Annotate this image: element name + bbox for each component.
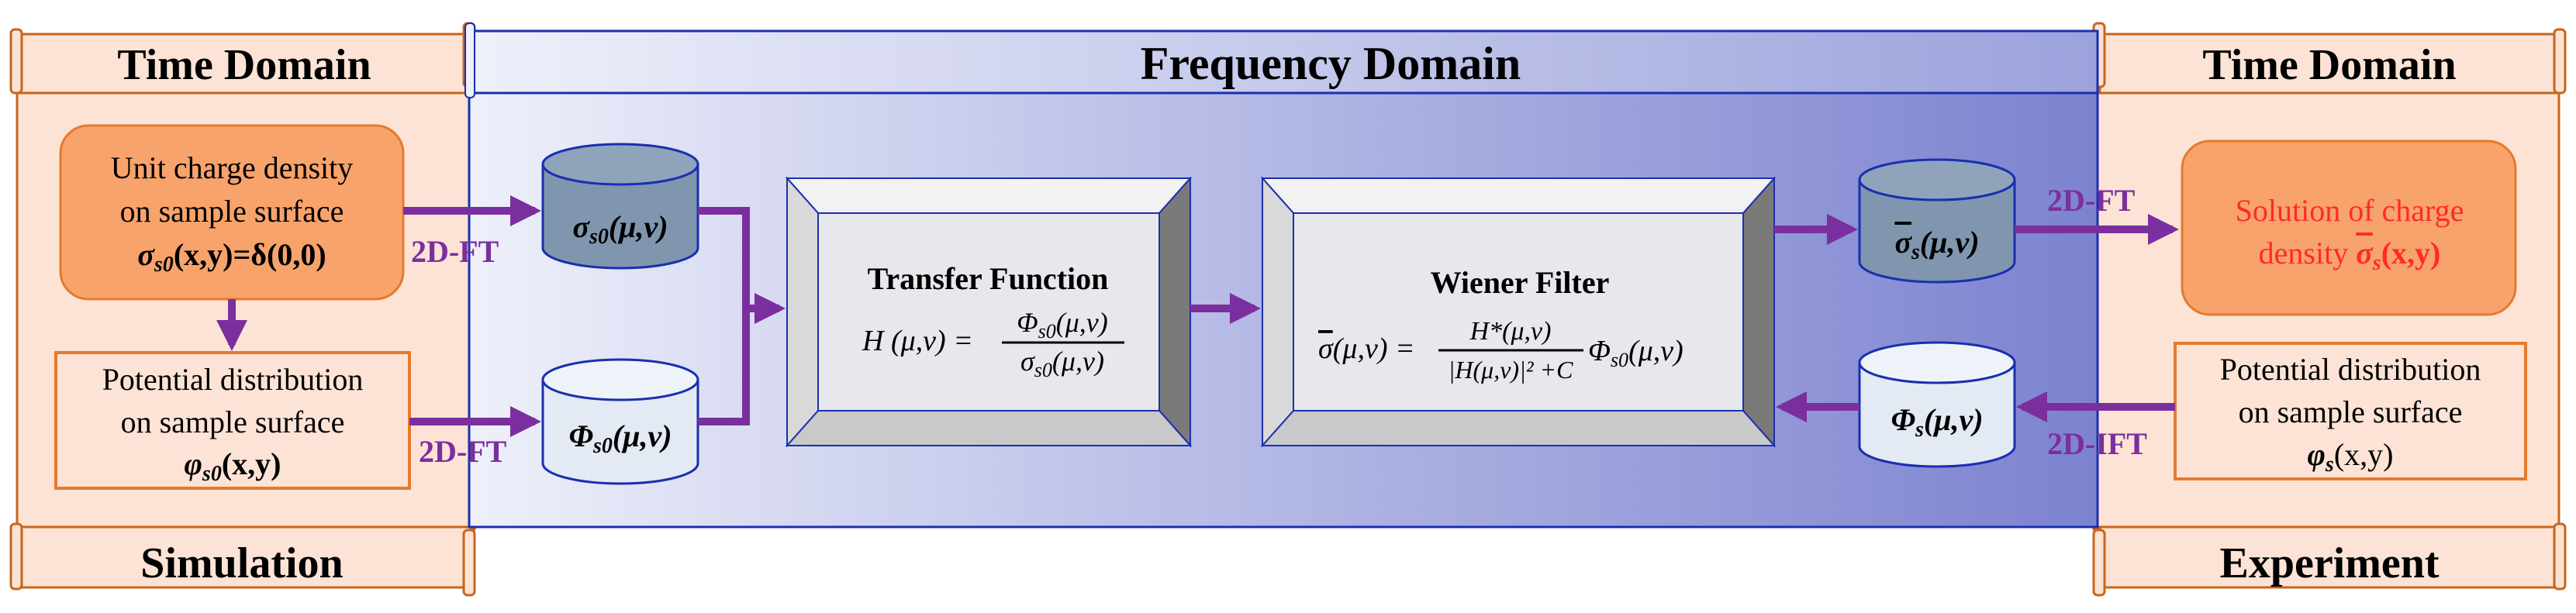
drum-sigma-s-arg: (μ,v) (1920, 225, 1980, 260)
potential-right-line1: Potential distribution (2220, 352, 2481, 387)
potential-left-equation: φs0(x,y) (185, 446, 281, 486)
tf-den-sym: σ (1020, 346, 1035, 377)
drum-phi-s-sym: Φ (1891, 402, 1915, 437)
unit-charge-density-box: Unit charge density on sample surface σs… (59, 124, 405, 301)
solution-line2: density σs(x,y) (2259, 236, 2441, 275)
potential-right-eq-rest: (x,y) (2334, 437, 2394, 472)
unit-charge-equation: σs0(x,y)=δ(0,0) (137, 237, 326, 277)
potential-left-eq-sym: φ (185, 446, 202, 481)
potential-right-line2: on sample surface (2239, 394, 2463, 429)
time-domain-right-title: Time Domain (2202, 41, 2456, 89)
wiener-filter-tail: Φs0(μ,v) (1588, 335, 1683, 371)
arrow-phi-drum-join (698, 308, 750, 425)
transfer-function-box: Transfer Function H (μ,v) = Φs0(μ,v) σs0… (785, 176, 1193, 448)
arrow-sigma-drum-join (698, 207, 750, 308)
unit-charge-eq-sym: σ (137, 237, 155, 272)
wiener-filter-title: Wiener Filter (1431, 265, 1610, 300)
label-2d-ft-top-left: 2D-FT (411, 234, 499, 269)
potential-right-eq-sym: φ (2308, 437, 2326, 472)
experiment-title: Experiment (2219, 539, 2439, 587)
drum-sigma-s-sym: σ (1894, 225, 1912, 260)
drum-phi-s-label: Φs(μ,v) (1891, 402, 1983, 442)
frequency-domain-panel: Frequency Domain (464, 22, 2099, 529)
frequency-domain-title: Frequency Domain (1141, 38, 1521, 89)
right-bottom-banner (2098, 525, 2560, 589)
drum-sigma-s-label: σs(μ,v) (1894, 225, 1979, 264)
tf-num-sym: Φ (1017, 307, 1038, 338)
wiener-filter-box: Wiener Filter σ(μ,v) = H*(μ,v) |H(μ,v)|²… (1260, 176, 1777, 448)
drum-phi-s-arg: (μ,v) (1924, 402, 1984, 437)
drum-sigma-s-bar: σs(μ,v) (1858, 158, 2016, 284)
drum-sigma-s0-label: σs0(μ,v) (572, 209, 668, 249)
tf-num-arg: (μ,v) (1056, 307, 1108, 338)
drum-phi-s-sub: s (1915, 418, 1924, 442)
transfer-function-denominator: σs0(μ,v) (1020, 346, 1104, 381)
potential-distribution-right-box: Potential distribution on sample surface… (2174, 342, 2527, 480)
tf-den-arg: (μ,v) (1052, 346, 1104, 377)
wiener-filter-denominator: |H(μ,v)|² +C (1449, 356, 1573, 384)
drum-phi-s: Φs(μ,v) (1858, 341, 2016, 468)
drum-phi-s0-sub: s0 (592, 434, 613, 458)
solution-eq-sym: σ (2356, 236, 2374, 270)
label-2d-ft-bottom-left: 2D-FT (419, 434, 507, 469)
left-bottom-banner (16, 525, 472, 589)
potential-left-line1: Potential distribution (102, 362, 364, 397)
time-domain-left-title: Time Domain (117, 41, 371, 89)
wiener-filter-numerator: H*(μ,v) (1469, 317, 1552, 346)
tf-den-sub: s0 (1034, 359, 1052, 381)
flow-arrows (216, 195, 2179, 437)
drum-sigma-s0-arg: (μ,v) (609, 209, 668, 244)
drum-phi-s0-label: Φs0(μ,v) (568, 418, 672, 458)
solution-charge-density-box: Solution of charge density σs(x,y) (2181, 139, 2517, 316)
solution-eq-sub: s (2372, 251, 2381, 275)
potential-left-line2: on sample surface (121, 405, 345, 439)
wf-tail-sym: Φ (1588, 335, 1611, 367)
solution-line2-text: density (2259, 236, 2357, 270)
drum-sigma-s-sub: s (1911, 240, 1920, 264)
unit-charge-line2: on sample surface (120, 194, 344, 229)
label-2d-ft-top-right: 2D-FT (2047, 183, 2136, 218)
left-time-domain-panel: Time Domain Simulation (9, 22, 476, 597)
label-2d-ift-bottom-right: 2D-IFT (2047, 426, 2147, 461)
solution-eq-rest: (x,y) (2381, 236, 2441, 270)
wf-tail-arg: (μ,v) (1628, 335, 1683, 367)
wiener-filter-lhs: σ(μ,v) = (1318, 332, 1415, 365)
unit-charge-line1: Unit charge density (111, 150, 354, 185)
wf-tail-sub: s0 (1611, 349, 1628, 371)
drum-sigma-s0-sym: σ (572, 209, 590, 244)
drum-sigma-s0: σs0(μ,v) (541, 143, 699, 270)
tf-num-sub: s0 (1038, 320, 1056, 343)
drum-phi-s0: Φs0(μ,v) (541, 358, 699, 485)
transfer-function-title: Transfer Function (868, 261, 1109, 296)
transfer-function-lhs: H (μ,v) = (862, 325, 973, 357)
frequency-domain-title-bar (468, 29, 2099, 95)
unit-charge-eq-sub: s0 (154, 253, 174, 277)
drum-phi-s0-arg: (μ,v) (613, 418, 672, 453)
potential-left-eq-rest: (x,y) (222, 446, 281, 481)
solution-line1: Solution of charge (2236, 193, 2464, 228)
potential-left-eq-sub: s0 (202, 462, 222, 486)
right-top-banner (2098, 33, 2560, 95)
wf-lhs-rest: (μ,v) = (1333, 332, 1415, 365)
transfer-function-numerator: Φs0(μ,v) (1017, 307, 1108, 343)
unit-charge-eq-rest: (x,y)=δ(0,0) (174, 237, 326, 272)
drum-phi-s0-sym: Φ (568, 418, 593, 453)
drum-sigma-s0-sub: s0 (589, 225, 609, 249)
potential-distribution-left-box: Potential distribution on sample surface… (54, 351, 411, 490)
simulation-title: Simulation (140, 539, 343, 587)
potential-right-equation: φs(x,y) (2308, 437, 2394, 477)
wf-lhs-sym: σ (1318, 332, 1334, 365)
potential-right-eq-sub: s (2325, 453, 2334, 477)
left-top-banner (16, 33, 472, 95)
